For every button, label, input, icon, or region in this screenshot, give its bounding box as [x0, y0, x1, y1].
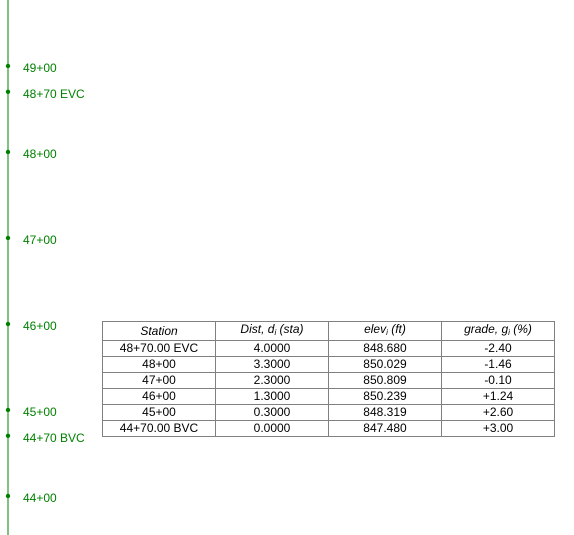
cell-dist: 3.3000 [215, 356, 329, 373]
header-station: Station [102, 321, 216, 341]
station-markers: 49+00 48+70 EVC 48+00 47+00 46+00 45+00 44+70 … [5, 61, 85, 505]
header-grade-unit: (%) [509, 322, 532, 336]
cell-station: 46+00 [102, 388, 216, 405]
header-dist-unit: (sta) [276, 322, 304, 336]
station-label: 44+00 [23, 491, 57, 505]
station-label: 45+00 [23, 405, 57, 419]
cell-station: 45+00 [102, 404, 216, 421]
cell-station: 47+00 [102, 372, 216, 389]
header-dist: Dist, di (sta) [215, 321, 329, 341]
cell-station: 48+70.00 EVC [102, 340, 216, 357]
station-marker-dot [5, 149, 11, 155]
table-row: 45+00 0.3000 848.319 +2.60 [102, 404, 555, 421]
header-dist-subscript: i [274, 328, 277, 337]
cell-grade: -2.40 [441, 340, 555, 357]
table-header-row: Station Dist, di (sta) elevi (ft) grade,… [102, 321, 555, 341]
station-marker-dot [5, 235, 11, 241]
station-marker-dot [5, 63, 11, 69]
cell-dist: 4.0000 [215, 340, 329, 357]
station-marker-dot [5, 407, 11, 413]
cell-elev: 850.809 [328, 372, 442, 389]
station-marker-dot [5, 89, 11, 95]
cell-grade: +1.24 [441, 388, 555, 405]
station-marker-dot [5, 433, 11, 438]
table-row: 48+00 3.3000 850.029 -1.46 [102, 356, 555, 373]
cell-dist: 1.3000 [215, 388, 329, 405]
cell-elev: 850.029 [328, 356, 442, 373]
cell-grade: +3.00 [441, 420, 555, 437]
cell-elev: 847.480 [328, 420, 442, 437]
cell-dist: 2.3000 [215, 372, 329, 389]
cell-elev: 848.680 [328, 340, 442, 357]
cell-station: 48+00 [102, 356, 216, 373]
station-marker-dot [5, 493, 11, 499]
table-row: 46+00 1.3000 850.239 +1.24 [102, 388, 555, 405]
header-elev-label: elev [364, 322, 387, 336]
cell-dist: 0.3000 [215, 404, 329, 421]
cell-elev: 848.319 [328, 404, 442, 421]
table-row: 44+70.00 BVC 0.0000 847.480 +3.00 [102, 420, 555, 437]
cell-station: 44+70.00 BVC [102, 420, 216, 437]
table-row: 47+00 2.3000 850.809 -0.10 [102, 372, 555, 389]
header-dist-label: Dist, d [240, 322, 275, 336]
header-elev-unit: (ft) [387, 322, 406, 336]
vertical-curve-table: Station Dist, di (sta) elevi (ft) grade,… [102, 321, 555, 437]
header-grade-label: grade, g [464, 322, 509, 336]
header-grade-subscript: i [508, 328, 510, 337]
station-label: 46+00 [23, 319, 57, 333]
cell-grade: -0.10 [441, 372, 555, 389]
station-label: 49+00 [23, 61, 57, 75]
table-row: 48+70.00 EVC 4.0000 848.680 -2.40 [102, 340, 555, 357]
cell-grade: -1.46 [441, 356, 555, 373]
station-label: 48+00 [23, 147, 57, 161]
header-elev: elevi (ft) [328, 321, 442, 341]
header-station-label: Station [140, 323, 178, 338]
vertical-curve-table-container: Station Dist, di (sta) elevi (ft) grade,… [102, 321, 555, 437]
station-label: 44+70 BVC [23, 431, 85, 445]
cell-grade: +2.60 [441, 404, 555, 421]
cell-elev: 850.239 [328, 388, 442, 405]
station-label: 47+00 [23, 233, 57, 247]
header-elev-subscript: i [386, 328, 388, 337]
header-grade: grade, gi (%) [441, 321, 555, 341]
cell-dist: 0.0000 [215, 420, 329, 437]
station-label: 48+70 EVC [23, 87, 85, 101]
station-marker-dot [5, 321, 11, 327]
